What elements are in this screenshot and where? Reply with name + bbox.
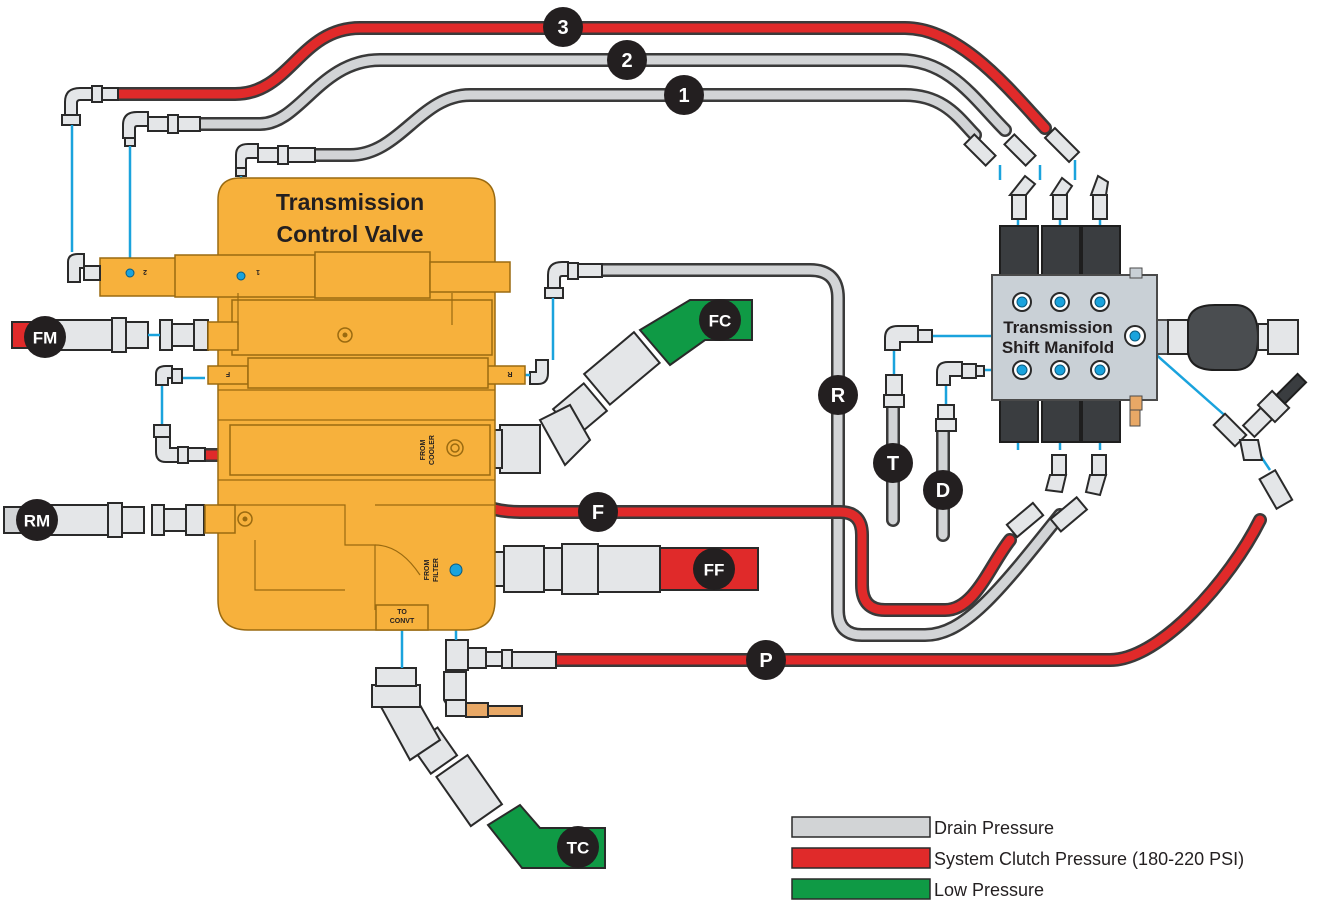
legend-item-system: System Clutch Pressure (180-220 PSI) — [791, 847, 1244, 869]
valve-port-1-label: 1 — [256, 268, 260, 275]
manifold-title-line1: Transmission — [1003, 318, 1113, 337]
svg-text:FC: FC — [709, 312, 732, 331]
valve-title: Transmission Control Valve — [276, 189, 424, 247]
svg-text:FM: FM — [33, 329, 58, 348]
valve-port-2-label: 2 — [143, 268, 147, 275]
svg-text:FROM: FROM — [424, 560, 431, 581]
svg-text:RM: RM — [24, 512, 50, 531]
badge-T: T — [873, 443, 913, 483]
svg-text:R: R — [831, 385, 846, 407]
svg-text:FF: FF — [704, 561, 725, 580]
manifold-title: Transmission Shift Manifold — [1002, 318, 1114, 357]
badge-2: 2 — [607, 40, 647, 80]
to-convt-label-1: TO — [397, 609, 407, 616]
svg-text:Low Pressure: Low Pressure — [934, 880, 1044, 900]
valve-side-fittings — [67, 253, 206, 464]
hose-2 — [193, 53, 1012, 137]
elbow-fitting-R — [529, 261, 603, 385]
legend-item-low: Low Pressure — [791, 878, 1044, 900]
svg-text:T: T — [887, 453, 899, 475]
hose-3 — [111, 21, 1052, 135]
badge-FC: FC — [699, 299, 741, 341]
svg-text:COOLER: COOLER — [429, 435, 436, 465]
hose-R — [593, 263, 1067, 642]
hose-1 — [308, 88, 982, 162]
manifold-title-line2: Shift Manifold — [1002, 338, 1114, 357]
valve-title-line2: Control Valve — [277, 221, 424, 247]
hose-P — [548, 513, 1267, 667]
svg-text:2: 2 — [621, 50, 632, 72]
valve-port-1-dot — [236, 271, 246, 281]
badge-3: 3 — [543, 7, 583, 47]
from-cooler-label: FROM COOLER — [420, 435, 436, 465]
legend-swatch-drain — [791, 816, 931, 838]
legend-item-drain: Drain Pressure — [791, 816, 1054, 838]
transmission-shift-manifold — [991, 174, 1299, 497]
svg-text:FILTER: FILTER — [433, 558, 440, 582]
manifold-top-hose-ends — [963, 126, 1081, 167]
elbow-fitting-3 — [61, 85, 119, 126]
badge-FF: FF — [693, 548, 735, 590]
pressure-sensor — [1212, 372, 1308, 511]
svg-text:P: P — [759, 650, 772, 672]
svg-text:Drain Pressure: Drain Pressure — [934, 818, 1054, 838]
badge-R: R — [818, 375, 858, 415]
to-convt-label-2: CONVT — [390, 618, 415, 625]
svg-text:FROM: FROM — [420, 440, 427, 461]
badge-P: P — [746, 640, 786, 680]
badge-D: D — [923, 470, 963, 510]
td-fittings — [883, 325, 985, 432]
valve-port-2-dot — [125, 268, 135, 278]
legend-swatch-low — [791, 878, 931, 900]
converter-fittings — [443, 639, 557, 718]
svg-text:D: D — [936, 480, 950, 502]
badge-TC: TC — [557, 826, 599, 868]
legend-swatch-system — [791, 847, 931, 869]
badge-1: 1 — [664, 75, 704, 115]
svg-text:System Clutch Pressure (180-22: System Clutch Pressure (180-220 PSI) — [934, 849, 1244, 869]
svg-text:3: 3 — [557, 17, 568, 39]
svg-text:1: 1 — [678, 85, 689, 107]
badge-RM: RM — [16, 499, 58, 541]
legend: Drain Pressure System Clutch Pressure (1… — [791, 816, 1244, 900]
valve-port-F-label: F — [225, 370, 230, 377]
svg-text:F: F — [592, 502, 604, 524]
badge-F: F — [578, 492, 618, 532]
elbow-fitting-1 — [235, 143, 316, 177]
manifold-bottom-hose-ends — [1005, 495, 1089, 539]
valve-port-R-label: R — [507, 370, 512, 377]
from-filter-label: FROM FILTER — [424, 558, 440, 582]
elbow-fitting-2 — [122, 111, 201, 147]
from-filter-port-dot — [449, 563, 463, 577]
transmission-control-valve — [99, 177, 526, 631]
badge-FM: FM — [24, 316, 66, 358]
svg-text:TC: TC — [567, 839, 590, 858]
valve-title-line1: Transmission — [276, 189, 424, 215]
